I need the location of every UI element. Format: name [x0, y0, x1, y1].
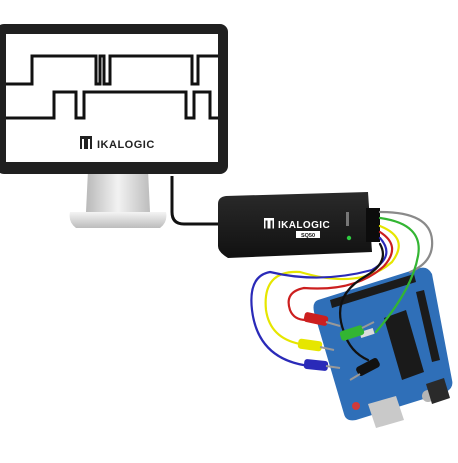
wire-black — [339, 242, 384, 362]
header-pins-right — [416, 290, 440, 362]
probe-wires — [250, 210, 434, 368]
monitor-logo-icon — [80, 136, 92, 149]
computer-monitor: IKALOGIC — [0, 24, 228, 228]
monitor-base — [69, 212, 167, 228]
monitor-stand — [86, 170, 150, 212]
device-port-label — [346, 212, 349, 226]
wire-grey — [378, 210, 434, 274]
waveform-channel-2 — [6, 90, 218, 120]
blue-probe-clip — [303, 359, 341, 371]
monitor-brand-text: IKALOGIC — [97, 139, 155, 151]
black-probe-clip — [349, 358, 380, 381]
usb-cable — [170, 176, 222, 226]
status-led-icon — [346, 235, 352, 241]
red-probe-clip — [303, 312, 341, 327]
header-pins-top — [330, 274, 416, 308]
usb-port — [368, 396, 404, 428]
device-connector — [366, 208, 380, 242]
wire-yellow — [264, 224, 400, 346]
reset-button — [352, 402, 360, 410]
device-model-text: SQ50 — [301, 233, 315, 239]
wire-red — [287, 230, 394, 322]
crystal — [359, 327, 375, 339]
waveform-channel-1 — [6, 54, 218, 86]
microcontroller-chip — [384, 310, 424, 380]
microcontroller-board — [313, 267, 453, 428]
device-model-badge — [296, 231, 320, 238]
pcb — [313, 267, 453, 421]
device-body — [218, 192, 372, 258]
logic-analyzer-device: IKALOGIC SQ50 — [218, 192, 380, 258]
device-logo-icon — [264, 218, 274, 229]
yellow-probe-clip — [297, 338, 335, 352]
green-probe-clip — [339, 321, 375, 341]
power-jack — [426, 378, 450, 404]
wire-green — [374, 216, 420, 334]
device-brand-text: IKALOGIC — [278, 220, 330, 231]
